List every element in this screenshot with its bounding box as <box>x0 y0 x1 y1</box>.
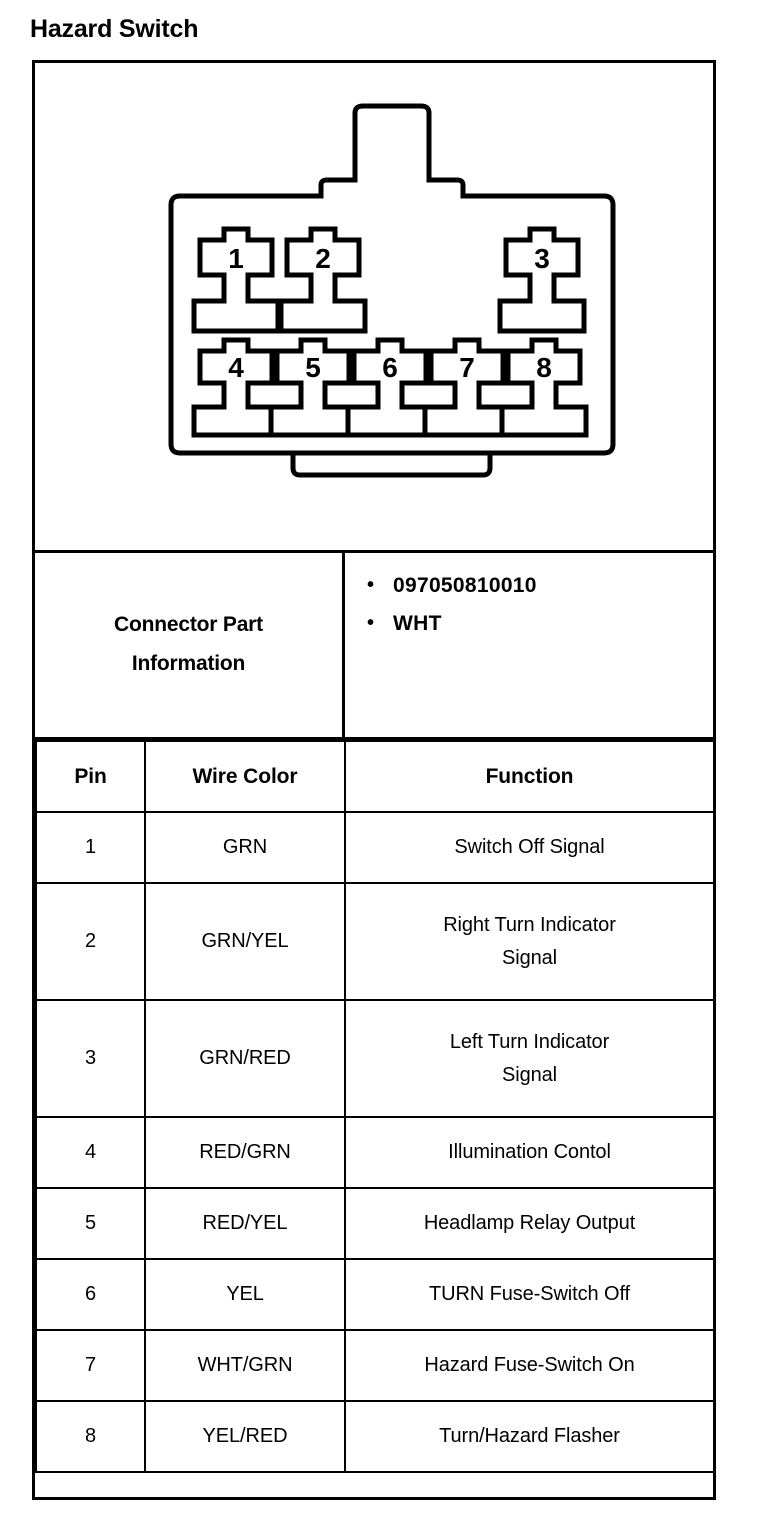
cell-function: Turn/Hazard Flasher <box>344 1400 715 1473</box>
table-header-row: Pin Wire Color Function <box>35 740 715 813</box>
cell-pin: 6 <box>35 1258 146 1331</box>
table-row: 5 RED/YEL Headlamp Relay Output <box>35 1187 715 1260</box>
cell-function: Headlamp Relay Output <box>344 1187 715 1260</box>
pin-number-label: 4 <box>228 352 244 383</box>
cell-wire-color: RED/YEL <box>144 1187 346 1260</box>
column-header-wire-color: Wire Color <box>144 740 346 813</box>
pin-cavity-5: 5 <box>268 337 358 438</box>
cell-wire-color: WHT/GRN <box>144 1329 346 1402</box>
cell-function: Hazard Fuse-Switch On <box>344 1329 715 1402</box>
cell-pin: 5 <box>35 1187 146 1260</box>
cell-pin: 3 <box>35 999 146 1118</box>
pin-number-label: 2 <box>315 243 331 274</box>
cell-function: Right Turn Indicator Signal <box>344 882 715 1001</box>
cell-function-line2: Signal <box>502 946 557 969</box>
cell-function-line1: Left Turn Indicator <box>449 1031 610 1054</box>
cell-function: Illumination Contol <box>344 1116 715 1189</box>
pin-number-label: 1 <box>228 243 244 274</box>
cell-function-line2: Signal <box>502 1063 557 1086</box>
pin-number-label: 7 <box>459 352 475 383</box>
table-row: 3 GRN/RED Left Turn Indicator Signal <box>35 999 715 1118</box>
content-frame: 1 2 3 4 <box>32 60 716 1500</box>
pin-cavity-3: 3 <box>497 226 587 334</box>
part-info-label-line1: Connector Part <box>114 613 263 637</box>
cell-function: Switch Off Signal <box>344 811 715 884</box>
table-row: 6 YEL TURN Fuse-Switch Off <box>35 1258 715 1331</box>
part-number-bullet-item: • 097050810010 <box>367 575 713 596</box>
cell-wire-color: GRN <box>144 811 346 884</box>
pin-cavity-4: 4 <box>191 337 281 438</box>
cell-pin: 1 <box>35 811 146 884</box>
connector-part-information-row: Connector Part Information • 09705081001… <box>35 553 713 740</box>
bullet-icon: • <box>367 574 375 596</box>
cell-pin: 4 <box>35 1116 146 1189</box>
cell-wire-color: RED/GRN <box>144 1116 346 1189</box>
connector-diagram-panel: 1 2 3 4 <box>35 63 713 553</box>
connector-part-number: 097050810010 <box>393 574 537 597</box>
part-info-label-line2: Information <box>131 652 246 675</box>
cell-function: TURN Fuse-Switch Off <box>344 1258 715 1331</box>
table-row: 1 GRN Switch Off Signal <box>35 811 715 884</box>
cell-function-line1: Right Turn Indicator <box>443 914 616 937</box>
pin-number-label: 3 <box>534 243 550 274</box>
cell-pin: 2 <box>35 882 146 1001</box>
cell-wire-color: GRN/RED <box>144 999 346 1118</box>
cell-function: Left Turn Indicator Signal <box>344 999 715 1118</box>
cell-wire-color: GRN/YEL <box>144 882 346 1001</box>
column-header-pin: Pin <box>35 740 146 813</box>
column-header-function: Function <box>344 740 715 813</box>
table-row: 7 WHT/GRN Hazard Fuse-Switch On <box>35 1329 715 1402</box>
connector-color: WHT <box>393 612 442 635</box>
pin-number-label: 6 <box>382 352 398 383</box>
table-row: 2 GRN/YEL Right Turn Indicator Signal <box>35 882 715 1001</box>
hazard-switch-connector-drawing: 1 2 3 4 <box>168 103 616 478</box>
connector-part-information-label: Connector Part Information <box>35 553 345 737</box>
bullet-icon: • <box>367 612 375 634</box>
pin-cavity-7: 7 <box>422 337 512 438</box>
connector-color-bullet-item: • WHT <box>367 613 713 634</box>
pin-assignment-table: Pin Wire Color Function 1 GRN Switch Off… <box>35 740 715 1473</box>
pin-cavity-2: 2 <box>278 226 368 334</box>
pin-number-label: 5 <box>305 352 321 383</box>
cell-wire-color: YEL/RED <box>144 1400 346 1473</box>
pin-cavity-8: 8 <box>499 337 589 438</box>
table-row: 4 RED/GRN Illumination Contol <box>35 1116 715 1189</box>
pin-number-label: 8 <box>536 352 552 383</box>
cell-pin: 8 <box>35 1400 146 1473</box>
pin-cavity-6: 6 <box>345 337 435 438</box>
pin-cavity-1: 1 <box>191 226 281 334</box>
cell-pin: 7 <box>35 1329 146 1402</box>
cell-wire-color: YEL <box>144 1258 346 1331</box>
page-title: Hazard Switch <box>30 15 199 43</box>
connector-part-information-values: • 097050810010 • WHT <box>345 553 713 737</box>
connector-bottom-tab <box>290 448 493 478</box>
table-row: 8 YEL/RED Turn/Hazard Flasher <box>35 1400 715 1473</box>
